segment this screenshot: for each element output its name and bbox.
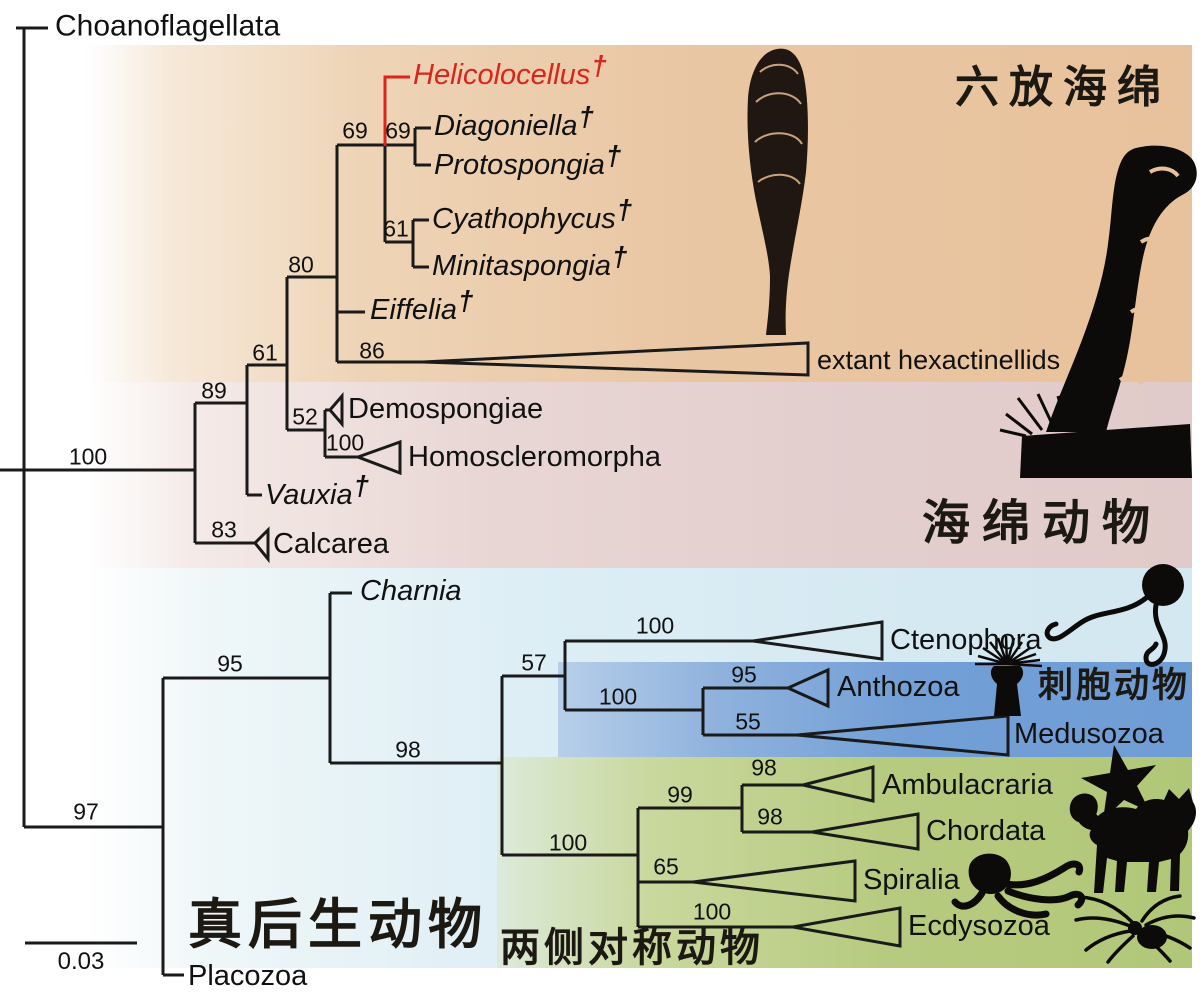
support-99: 99: [667, 781, 693, 808]
support-61-deep: 61: [252, 339, 278, 366]
demospongiae-triangle: [328, 391, 344, 429]
extinct-dagger-icon: †: [616, 194, 633, 226]
extinct-dagger-icon: †: [605, 140, 622, 172]
support-100-cnidaria: 100: [598, 683, 638, 710]
hexactinellida-region-box: [85, 45, 1192, 382]
support-65: 65: [653, 853, 679, 880]
club-sponge-silhouette: [747, 48, 808, 335]
support-69-left: 69: [342, 117, 368, 144]
support-100-bilateria: 100: [548, 829, 588, 856]
annotation-hexactinellida-cn: 六放海绵: [955, 63, 1171, 112]
annotation-bilateria-cn: 两侧对称动物: [500, 925, 764, 970]
taxon-medusozoa: Medusozoa: [1014, 717, 1164, 750]
annotation-eumetazoa-cn: 真后生动物: [188, 895, 488, 955]
helicolocellus-branch: [383, 75, 410, 146]
octopus-silhouette: [951, 853, 1086, 919]
support-95-anthozoa: 95: [731, 661, 757, 688]
support-100-ecdysozoa: 100: [692, 898, 732, 925]
support-porifera: 100: [68, 443, 108, 470]
taxon-placozoa: Placozoa: [188, 959, 308, 992]
extinct-dagger-icon: †: [591, 50, 607, 82]
taxon-minitaspongia: Minitaspongia†: [432, 241, 628, 282]
support-52: 52: [292, 403, 318, 430]
annotation-porifera-cn: 海绵动物: [922, 497, 1163, 550]
taxon-extant-hexactinellids: extant hexactinellids: [817, 344, 1061, 375]
ctenophora-triangle: [752, 620, 884, 661]
sea-anemone-silhouette: [975, 635, 1043, 716]
trumpet-sponge-silhouette: [999, 145, 1197, 478]
extinct-dagger-icon: †: [458, 285, 474, 317]
taxon-demospongiae: Demospongiae: [348, 392, 544, 425]
extinct-dagger-icon: †: [578, 101, 594, 133]
taxon-spiralia: Spiralia: [863, 863, 960, 896]
spiralia-triangle: [692, 859, 857, 903]
support-61-fossil: 61: [383, 215, 409, 242]
homoscleromorpha-triangle: [353, 439, 402, 476]
support-69-right: 69: [385, 117, 411, 144]
support-100-ctenophora: 100: [635, 612, 675, 639]
anthozoa-triangle: [784, 667, 830, 709]
support-80: 80: [288, 251, 314, 278]
taxon-calcarea: Calcarea: [273, 527, 390, 560]
chordata-triangle: [811, 812, 920, 851]
taxon-helicolocellus: Helicolocellus†: [413, 50, 607, 91]
annotation-cnidaria-cn: 刺胞动物: [1038, 666, 1191, 705]
taxon-anthozoa: Anthozoa: [837, 670, 960, 703]
extinct-dagger-icon: †: [611, 241, 628, 273]
taxon-choanoflagellata: Choanoflagellata: [55, 9, 281, 43]
support-98-chordata: 98: [757, 803, 783, 830]
spider-silhouette: [1074, 894, 1196, 964]
taxon-cyathophycus: Cyathophycus†: [432, 194, 633, 235]
taxon-ctenophora: Ctenophora: [890, 623, 1042, 656]
support-83: 83: [211, 516, 237, 543]
taxon-charnia: Charnia: [360, 574, 462, 607]
support-86: 86: [359, 337, 385, 364]
taxon-ambulacraria: Ambulacraria: [882, 768, 1053, 801]
support-95-eumetazoa: 95: [217, 650, 243, 677]
taxon-homoscleromorpha: Homoscleromorpha: [408, 440, 662, 473]
taxon-diagoniella: Diagoniella†: [434, 101, 594, 142]
taxon-eiffelia: Eiffelia†: [370, 285, 474, 326]
taxon-vauxia: Vauxia†: [265, 470, 369, 511]
support-97: 97: [73, 798, 99, 825]
extinct-dagger-icon: †: [353, 470, 369, 502]
medusozoa-triangle: [796, 714, 1010, 757]
taxon-chordata: Chordata: [926, 814, 1046, 847]
taxon-ecdysozoa: Ecdysozoa: [908, 909, 1050, 942]
scale-bar-value: 0.03: [57, 948, 105, 975]
support-57: 57: [521, 649, 547, 676]
starfish-silhouette: [1081, 745, 1156, 820]
tree-branches: [0, 26, 812, 977]
support-98-eumetazoa: 98: [395, 736, 421, 763]
taxon-protospongia: Protospongia†: [434, 140, 622, 181]
ecdysozoa-triangle: [792, 906, 902, 948]
extant-hexactinellids-triangle: [422, 341, 810, 377]
dog-silhouette: [1069, 788, 1196, 893]
ctenophore-silhouette: [1044, 564, 1184, 667]
ambulacraria-triangle: [802, 765, 875, 803]
calcarea-triangle: [252, 526, 270, 564]
support-55: 55: [735, 708, 761, 735]
support-100-homoscleromorpha: 100: [325, 429, 365, 456]
support-98-ambulacraria: 98: [751, 754, 777, 781]
support-89: 89: [201, 377, 227, 404]
